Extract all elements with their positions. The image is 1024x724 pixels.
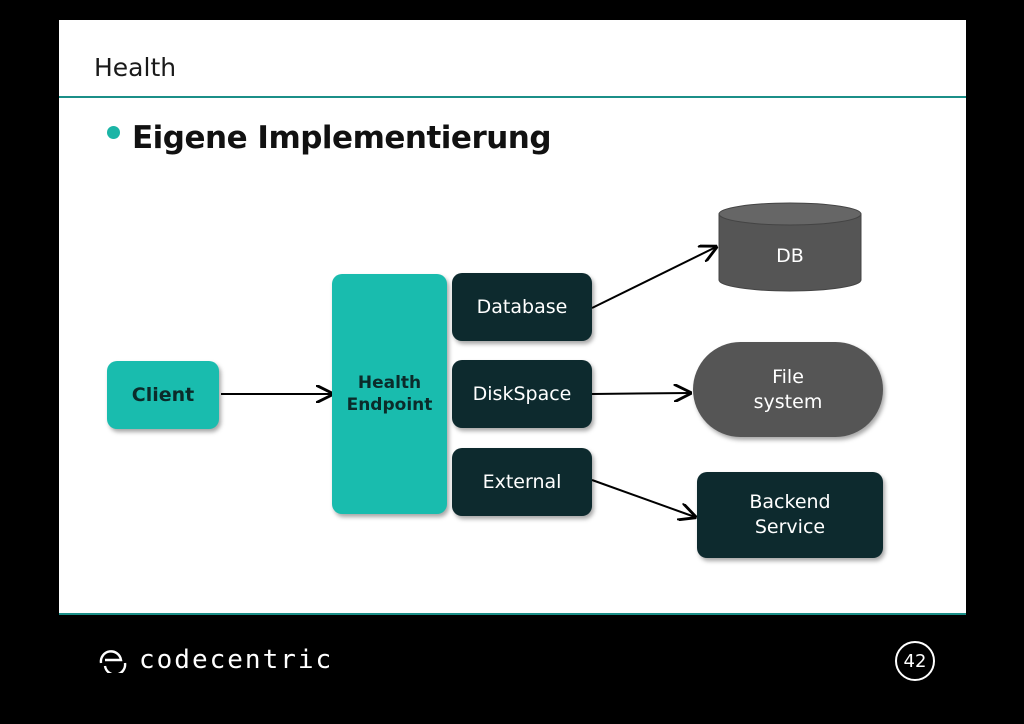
health-endpoint-node: Health Endpoint xyxy=(332,274,447,514)
database-check-node: Database xyxy=(452,273,592,341)
arrow-database-to-db xyxy=(591,247,716,309)
diskspace-check-node: DiskSpace xyxy=(452,360,592,428)
footer-divider xyxy=(59,613,966,615)
external-check-node: External xyxy=(452,448,592,516)
file-system-node: File system xyxy=(693,342,883,437)
slide-title: Health xyxy=(94,53,177,82)
slide: Health Eigene Implementierung Client Hea… xyxy=(59,20,966,700)
codecentric-logo-icon xyxy=(99,650,127,673)
health-endpoint-label: Health Endpoint xyxy=(346,372,433,415)
backend-service-label: Backend Service xyxy=(749,491,831,538)
client-node: Client xyxy=(107,361,219,429)
bullet-item: Eigene Implementierung xyxy=(107,120,552,156)
diagram-connectors xyxy=(221,20,966,614)
arrow-external-to-backend xyxy=(591,479,695,517)
db-label: DB xyxy=(776,245,804,267)
external-check-label: External xyxy=(482,471,562,493)
page-number: 42 xyxy=(895,641,935,681)
client-label: Client xyxy=(131,384,195,406)
database-check-label: Database xyxy=(476,296,568,318)
bullet-text: Eigene Implementierung xyxy=(132,120,552,156)
brand-name: codecentric xyxy=(139,645,334,675)
footer xyxy=(59,615,966,700)
title-divider xyxy=(59,96,966,98)
backend-service-node: Backend Service xyxy=(697,472,883,558)
diskspace-check-label: DiskSpace xyxy=(472,383,572,405)
file-system-label: File system xyxy=(753,365,823,413)
slide-body: Health Eigene Implementierung Client Hea… xyxy=(59,20,966,614)
arrow-diskspace-to-filesystem xyxy=(591,393,690,394)
db-cylinder-icon: DB xyxy=(718,202,862,292)
bullet-dot-icon xyxy=(107,125,120,139)
brand-logo: codecentric xyxy=(97,645,333,675)
